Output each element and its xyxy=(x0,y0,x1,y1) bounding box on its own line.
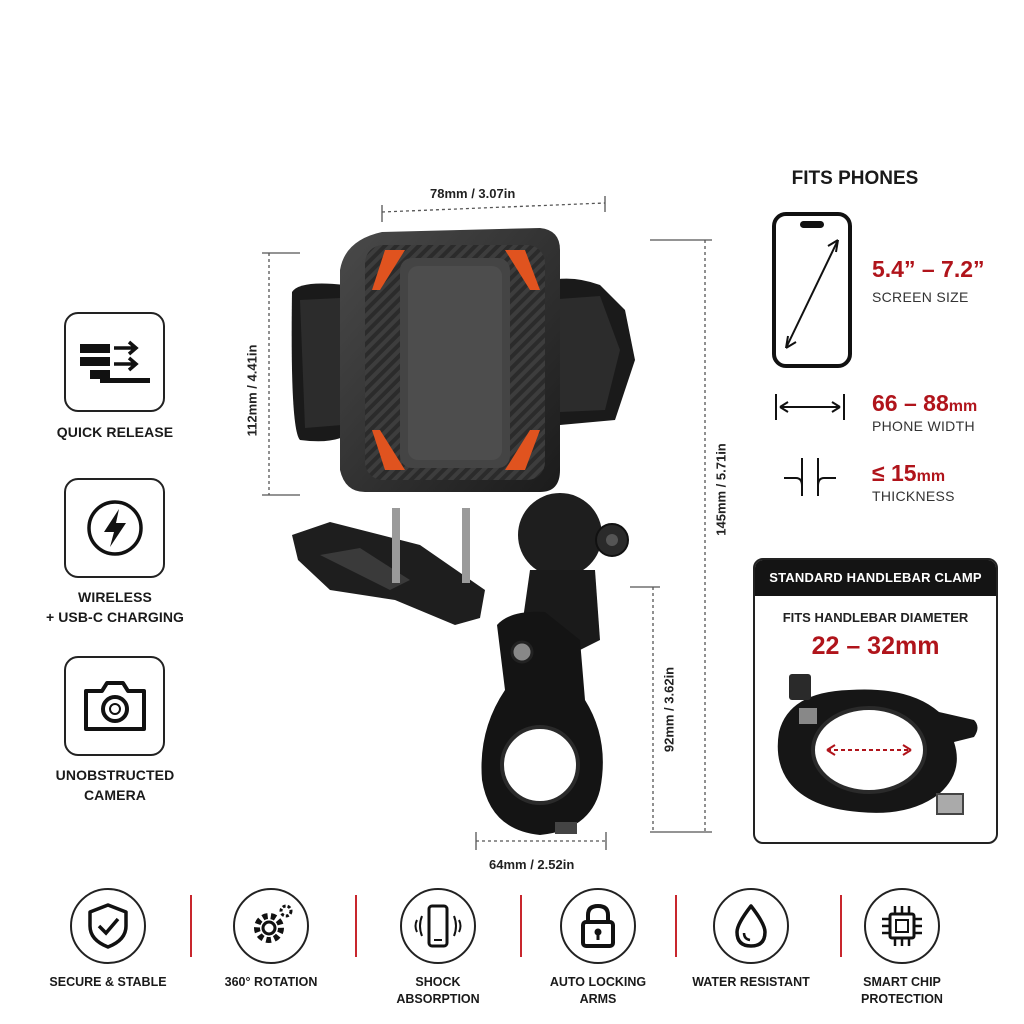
screen-size-label: SCREEN SIZE xyxy=(872,289,969,305)
lightning-icon xyxy=(86,500,143,556)
charging-label-line1: WIRELESS xyxy=(78,589,152,605)
water-drop-icon xyxy=(735,904,767,948)
clamp-card-subtitle: FITS HANDLEBAR DIAMETER xyxy=(782,610,969,625)
camera-badge xyxy=(64,656,165,756)
camera-icon xyxy=(83,681,146,731)
clamp-card-header: STANDARD HANDLEBAR CLAMP xyxy=(755,560,996,596)
divider-1 xyxy=(190,895,192,957)
rotation-label: 360° ROTATION xyxy=(224,975,318,989)
shock-absorption-badge xyxy=(400,888,476,964)
padlock-icon xyxy=(581,903,615,948)
phone-width-number: 66 – 88 xyxy=(872,390,949,416)
secure-stable-label: SECURE & STABLE xyxy=(49,975,167,989)
thickness-icon xyxy=(784,458,836,496)
handlebar-clamp-card: STANDARD HANDLEBAR CLAMP FITS HANDLEBAR … xyxy=(753,558,998,844)
quick-release-icon xyxy=(79,340,150,383)
phone-mount-illustration xyxy=(262,196,712,850)
smart-chip-label: SMART CHIP PROTECTION xyxy=(837,974,967,1008)
secure-stable-badge xyxy=(70,888,146,964)
divider-4 xyxy=(675,895,677,957)
divider-5 xyxy=(840,895,842,957)
phone-width-value: 66 – 88mm xyxy=(872,390,977,417)
feature-secure-stable: SECURE & STABLE xyxy=(43,888,173,991)
clamp-illustration xyxy=(777,674,978,815)
quick-release-label: QUICK RELEASE xyxy=(56,424,174,440)
shock-absorption-label: SHOCK ABSORPTION xyxy=(396,975,480,1006)
feature-rotation: 360° ROTATION xyxy=(206,888,336,991)
divider-3 xyxy=(520,895,522,957)
phone-vibration-icon xyxy=(414,904,462,948)
dimension-height-total: 145mm / 5.71in xyxy=(713,443,729,536)
camera-label-line2: CAMERA xyxy=(83,787,147,803)
clamp-diameter-range: 22 – 32mm xyxy=(811,632,940,660)
dimension-height-lower: 92mm / 3.62in xyxy=(661,666,677,753)
charging-badge xyxy=(64,478,165,578)
feature-smart-chip: SMART CHIP PROTECTION xyxy=(837,888,967,1008)
smart-chip-badge xyxy=(864,888,940,964)
feature-shock-absorption: SHOCK ABSORPTION xyxy=(373,888,503,1008)
camera-label-line1: UNOBSTRUCTED xyxy=(55,767,175,783)
fits-phones-title: FITS PHONES xyxy=(791,168,919,189)
thickness-number: ≤ 15 xyxy=(872,460,917,486)
phone-width-unit: mm xyxy=(948,398,978,415)
feature-water-resistant: WATER RESISTANT xyxy=(686,888,816,991)
smart-chip-label-line2: PROTECTION xyxy=(861,992,943,1006)
width-arrow-icon xyxy=(775,394,845,420)
shield-check-icon xyxy=(88,903,128,949)
auto-locking-label: AUTO LOCKING ARMS xyxy=(549,975,647,1006)
charging-label: WIRELESS + USB-C CHARGING xyxy=(20,587,210,627)
divider-2 xyxy=(355,895,357,957)
auto-locking-badge xyxy=(560,888,636,964)
smart-chip-label-line1: SMART CHIP xyxy=(863,975,941,989)
dimension-width-top: 78mm / 3.07in xyxy=(430,186,516,201)
dimension-height-cradle: 112mm / 4.41in xyxy=(244,344,260,437)
thickness-label: THICKNESS xyxy=(872,488,955,504)
phone-screen-icon xyxy=(772,212,852,368)
rotation-badge xyxy=(233,888,309,964)
chip-icon xyxy=(882,906,922,946)
feature-auto-locking: AUTO LOCKING ARMS xyxy=(533,888,663,1008)
thickness-unit: mm xyxy=(916,468,946,485)
water-resistant-label: WATER RESISTANT xyxy=(692,975,810,989)
thickness-value: ≤ 15mm xyxy=(872,460,945,487)
camera-label: UNOBSTRUCTED CAMERA xyxy=(20,765,210,805)
charging-label-line2: + USB-C CHARGING xyxy=(45,609,185,625)
screen-size-value: 5.4” – 7.2” xyxy=(872,256,985,282)
phone-width-label: PHONE WIDTH xyxy=(872,418,975,434)
dimension-width-bottom: 64mm / 2.52in xyxy=(489,857,575,872)
quick-release-badge xyxy=(64,312,165,412)
water-resistant-badge xyxy=(713,888,789,964)
gear-rotation-icon xyxy=(254,904,293,943)
